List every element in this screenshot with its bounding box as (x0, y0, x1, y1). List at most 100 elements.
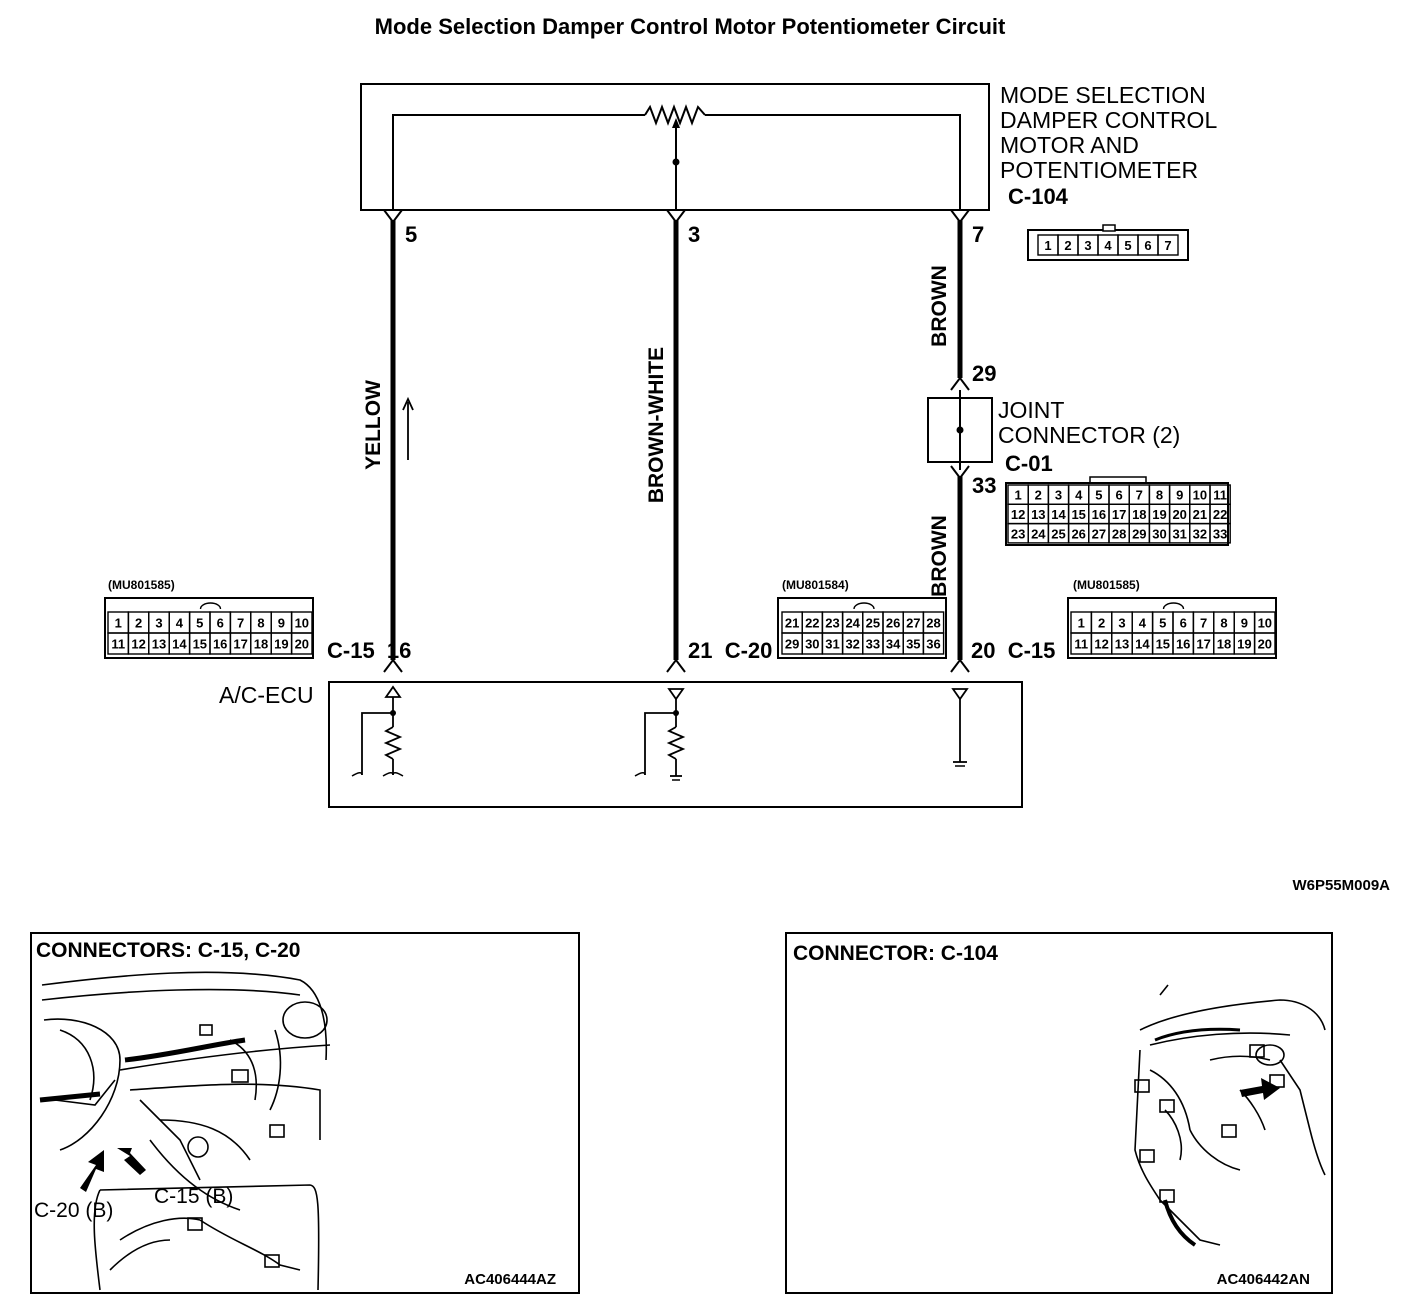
wire-brown-upper (950, 209, 970, 391)
connector-key-mark (853, 602, 875, 610)
c15-left-pin-18: 18 (254, 637, 268, 652)
pointer-arrow-icon (117, 1148, 146, 1175)
c15-left-pin-14: 14 (172, 637, 187, 652)
c15-left-cell-box (290, 632, 313, 655)
c15-right-pin-18: 18 (1217, 637, 1231, 652)
c20-pin-28: 28 (926, 616, 940, 631)
c01-pin-21: 21 (1193, 507, 1207, 522)
c20-pin-24: 24 (845, 616, 860, 631)
c20-pin-25: 25 (866, 616, 880, 631)
c01-pin-27: 27 (1092, 526, 1106, 541)
motor-pin-7: 7 (972, 222, 984, 247)
hvac-unit-illustration (1134, 984, 1326, 1246)
c01-pin-6: 6 (1115, 488, 1122, 503)
ecu-pin-left-label: C-15 16 (327, 638, 411, 663)
connector-key-mark (1162, 602, 1185, 610)
c20-pin-26: 26 (886, 616, 900, 631)
c20-pin-27: 27 (906, 616, 920, 631)
c01-pin-29: 29 (1132, 526, 1146, 541)
c01-pin-17: 17 (1112, 507, 1126, 522)
c01-pin-3: 3 (1055, 488, 1062, 503)
dashboard-illustration (41, 971, 331, 1291)
panel-left-code: AC406444AZ (464, 1271, 556, 1288)
c15-right-pin-2: 2 (1098, 616, 1105, 631)
c01-pin-2: 2 (1035, 488, 1042, 503)
callout-c20: C-20 (B) (34, 1199, 113, 1222)
ecu-pin-right-label: 20 C-15 (971, 638, 1055, 663)
motor-pin-3: 3 (688, 222, 700, 247)
c15-left-part-number: (MU801585) (108, 578, 175, 592)
c15-right-pin-12: 12 (1094, 637, 1108, 652)
wire-label-brown-white: BROWN-WHITE (645, 347, 668, 503)
motor-pin-5: 5 (405, 222, 417, 247)
c01-pin-7: 7 (1136, 488, 1143, 503)
wire-brown-lower (950, 465, 970, 673)
diagram-title: Mode Selection Damper Control Motor Pote… (375, 14, 1006, 39)
c01-pin-20: 20 (1172, 507, 1186, 522)
c104-pin-3: 3 (1084, 238, 1091, 253)
pointer-arrow-icon (1240, 1078, 1280, 1100)
connector-key-mark (199, 602, 222, 610)
c01-pin-10: 10 (1193, 488, 1207, 503)
wire-label-brown-lower: BROWN (928, 515, 951, 597)
c01-pin-1: 1 (1014, 488, 1021, 503)
c01-pin-22: 22 (1213, 507, 1227, 522)
c15-right-pin-16: 16 (1176, 637, 1190, 652)
c15-right-cell-box (1253, 632, 1276, 655)
c20-pin-31: 31 (825, 637, 839, 652)
motor-name-line-4: POTENTIOMETER (1000, 157, 1198, 183)
c104-cell-box (1157, 234, 1179, 256)
c15-left-pin-8: 8 (257, 616, 264, 631)
c20-pin-32: 32 (845, 637, 859, 652)
c01-pin-31: 31 (1172, 526, 1186, 541)
ecu-box (328, 681, 1023, 808)
signal-direction-arrow-icon (402, 396, 414, 460)
c01-pin-13: 13 (1031, 507, 1045, 522)
joint-pin-top: 29 (972, 361, 996, 386)
wire-yellow (383, 209, 403, 673)
c15-right-part-number: (MU801585) (1073, 578, 1140, 592)
c104-pin-1: 1 (1044, 238, 1051, 253)
c15-left-pin-9: 9 (278, 616, 285, 631)
c01-pin-14: 14 (1051, 507, 1066, 522)
potentiometer-resistor-icon (644, 104, 706, 126)
c20-cell-box (922, 632, 945, 655)
c20-pin-29: 29 (785, 637, 799, 652)
c15-right-pin-6: 6 (1180, 616, 1187, 631)
motor-name-line-3: MOTOR AND (1000, 132, 1139, 158)
c01-pin-32: 32 (1193, 526, 1207, 541)
panel-right-title: CONNECTOR: C-104 (793, 942, 998, 965)
c15-left-pin-4: 4 (176, 616, 184, 631)
motor-name-line-1: MODE SELECTION (1000, 82, 1206, 108)
c15-right-pin-14: 14 (1135, 637, 1150, 652)
joint-name-line-2: CONNECTOR (2) (998, 422, 1180, 448)
c15-left-pin-12: 12 (131, 637, 145, 652)
joint-connector-box (927, 390, 993, 470)
c15-left-pin-1: 1 (115, 616, 122, 631)
c01-pin-16: 16 (1092, 507, 1106, 522)
c20-pin-23: 23 (825, 616, 839, 631)
c15-left-pin-11: 11 (111, 637, 125, 652)
c15-right-pin-17: 17 (1196, 637, 1210, 652)
c01-pin-18: 18 (1132, 507, 1146, 522)
wire-label-brown-upper: BROWN (928, 265, 951, 347)
c15-left-pin-20: 20 (295, 637, 309, 652)
c15-left-pin-15: 15 (193, 637, 207, 652)
c20-pin-21: 21 (785, 616, 799, 631)
c01-pin-12: 12 (1011, 507, 1025, 522)
c15-right-pin-5: 5 (1159, 616, 1166, 631)
c01-pin-5: 5 (1095, 488, 1102, 503)
panel-right-code: AC406442AN (1217, 1271, 1310, 1288)
c20-pin-30: 30 (805, 637, 819, 652)
c01-pin-33: 33 (1213, 526, 1227, 541)
joint-connector-id: C-01 (1005, 451, 1053, 476)
pointer-arrow-icon (80, 1150, 104, 1192)
joint-pin-bottom: 33 (972, 473, 996, 498)
c15-right-pin-11: 11 (1074, 637, 1088, 652)
